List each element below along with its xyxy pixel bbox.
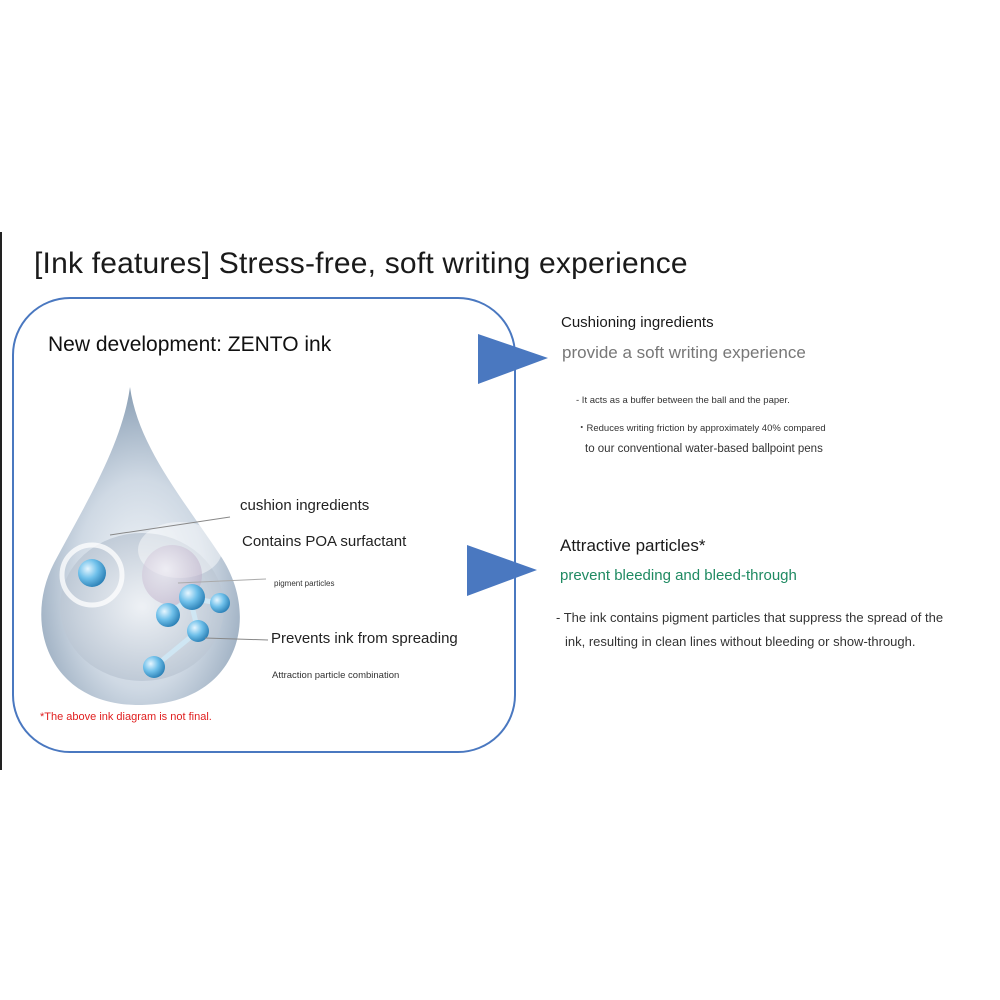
leader-line-pigment <box>177 578 267 584</box>
label-poa-surfactant: Contains POA surfactant <box>242 533 407 550</box>
ink-drop-illustration <box>41 387 269 705</box>
cushion-ball <box>78 559 106 587</box>
diagram-disclaimer: *The above ink diagram is not final. <box>40 711 212 723</box>
arrow-cushioning-shape <box>478 334 548 384</box>
label-cushion-ingredients: cushion ingredients <box>240 497 370 514</box>
page-title: [Ink features] Stress-free, soft writing… <box>34 247 688 280</box>
label-prevents-spreading: Prevents ink from spreading <box>271 630 458 647</box>
leader-line-prevents <box>204 637 269 641</box>
cushioning-heading: Cushioning ingredients <box>561 314 714 331</box>
attractive-subheading: prevent bleeding and bleed-through <box>560 567 797 584</box>
cushion-ring <box>59 542 125 608</box>
molecule-atom-4 <box>187 620 209 642</box>
molecule-atom-3 <box>210 593 230 613</box>
cushioning-bullet-2-cont: to our conventional water-based ballpoin… <box>585 443 823 455</box>
attractive-heading: Attractive particles* <box>560 536 706 555</box>
attractive-body-line-2: ink, resulting in clean lines without bl… <box>565 634 916 649</box>
arrow-attractive-shape <box>467 545 537 596</box>
label-pigment-particles: pigment particles <box>274 579 335 588</box>
cushioning-bullet-2: ・Reduces writing friction by approximate… <box>577 423 826 434</box>
molecule-atom-1 <box>156 603 180 627</box>
cushioning-bullet-1: - It acts as a buffer between the ball a… <box>576 395 790 406</box>
molecule-atom-2 <box>179 584 205 610</box>
ink-diagram-panel <box>12 297 516 753</box>
panel-title: New development: ZENTO ink <box>48 333 332 356</box>
arrow-attractive <box>467 545 537 596</box>
leader-line-cushion <box>109 516 231 536</box>
arrow-cushioning <box>478 334 548 384</box>
cushioning-subheading: provide a soft writing experience <box>562 343 806 362</box>
molecule-atom-5 <box>143 656 165 678</box>
label-attraction-particle: Attraction particle combination <box>272 670 400 681</box>
attractive-body-line-1: - The ink contains pigment particles tha… <box>556 610 944 625</box>
left-border-line <box>0 232 2 770</box>
